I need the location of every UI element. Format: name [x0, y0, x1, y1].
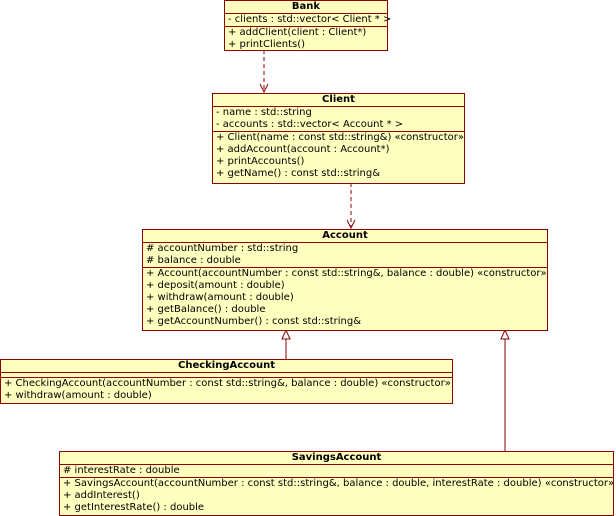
operations-section: + addClient(client : Client*) + printCli…: [225, 27, 387, 51]
operation: + SavingsAccount(accountNumber : const s…: [63, 478, 615, 489]
operations-section: + SavingsAccount(accountNumber : const s…: [60, 478, 615, 514]
operation: + getInterestRate() : double: [63, 502, 205, 513]
class-checking-account[interactable]: CheckingAccount + CheckingAccount(accoun…: [0, 359, 453, 404]
attribute: - clients : std::vector< Client * >: [228, 14, 392, 25]
operation: + Account(accountNumber : const std::str…: [146, 268, 547, 279]
dependency-client-account: [346, 183, 356, 230]
class-client[interactable]: Client - name : std::string - accounts :…: [212, 93, 465, 184]
class-savings-account[interactable]: SavingsAccount # interestRate : double +…: [59, 451, 614, 516]
attributes-section: - clients : std::vector< Client * >: [225, 14, 392, 27]
operation: + addAccount(account : Account*): [216, 144, 390, 155]
attribute: # balance : double: [146, 255, 241, 266]
operation: + printAccounts(): [216, 156, 305, 167]
attributes-section: [1, 373, 452, 378]
attribute: # interestRate : double: [63, 465, 180, 476]
operation: + getAccountNumber() : const std::string…: [146, 316, 362, 327]
operations-section: + Account(accountNumber : const std::str…: [143, 268, 547, 328]
operation: + CheckingAccount(accountNumber : const …: [4, 378, 451, 389]
class-name: Account: [143, 230, 547, 243]
operation: + printClients(): [228, 39, 306, 50]
generalization-checking-account: [281, 328, 291, 359]
dependency-bank-client: [259, 50, 269, 94]
attribute: - accounts : std::vector< Account * >: [216, 119, 404, 130]
operation: + deposit(amount : double): [146, 280, 285, 291]
attributes-section: # accountNumber : std::string # balance …: [143, 243, 547, 268]
attributes-section: # interestRate : double: [60, 465, 613, 478]
attribute: - name : std::string: [216, 107, 312, 118]
generalization-savings-account: [500, 328, 510, 451]
class-bank[interactable]: Bank - clients : std::vector< Client * >…: [224, 0, 392, 51]
operation: + addClient(client : Client*): [228, 27, 367, 38]
attribute: # accountNumber : std::string: [146, 243, 299, 254]
class-name: Client: [213, 94, 464, 107]
class-name: Bank: [225, 1, 387, 14]
operations-section: + CheckingAccount(accountNumber : const …: [1, 378, 452, 402]
class-account[interactable]: Account # accountNumber : std::string # …: [142, 229, 548, 331]
class-name: CheckingAccount: [1, 360, 452, 373]
operation: + withdraw(amount : double): [146, 292, 294, 303]
class-name: SavingsAccount: [60, 452, 613, 465]
operation: + Client(name : const std::string&) «con…: [216, 132, 464, 143]
operation: + addInterest(): [63, 490, 140, 501]
operation: + getBalance() : double: [146, 304, 266, 315]
attributes-section: - name : std::string - accounts : std::v…: [213, 107, 464, 132]
operations-section: + Client(name : const std::string&) «con…: [213, 132, 464, 180]
operation: + getName() : const std::string&: [216, 168, 380, 179]
operation: + withdraw(amount : double): [4, 390, 152, 401]
